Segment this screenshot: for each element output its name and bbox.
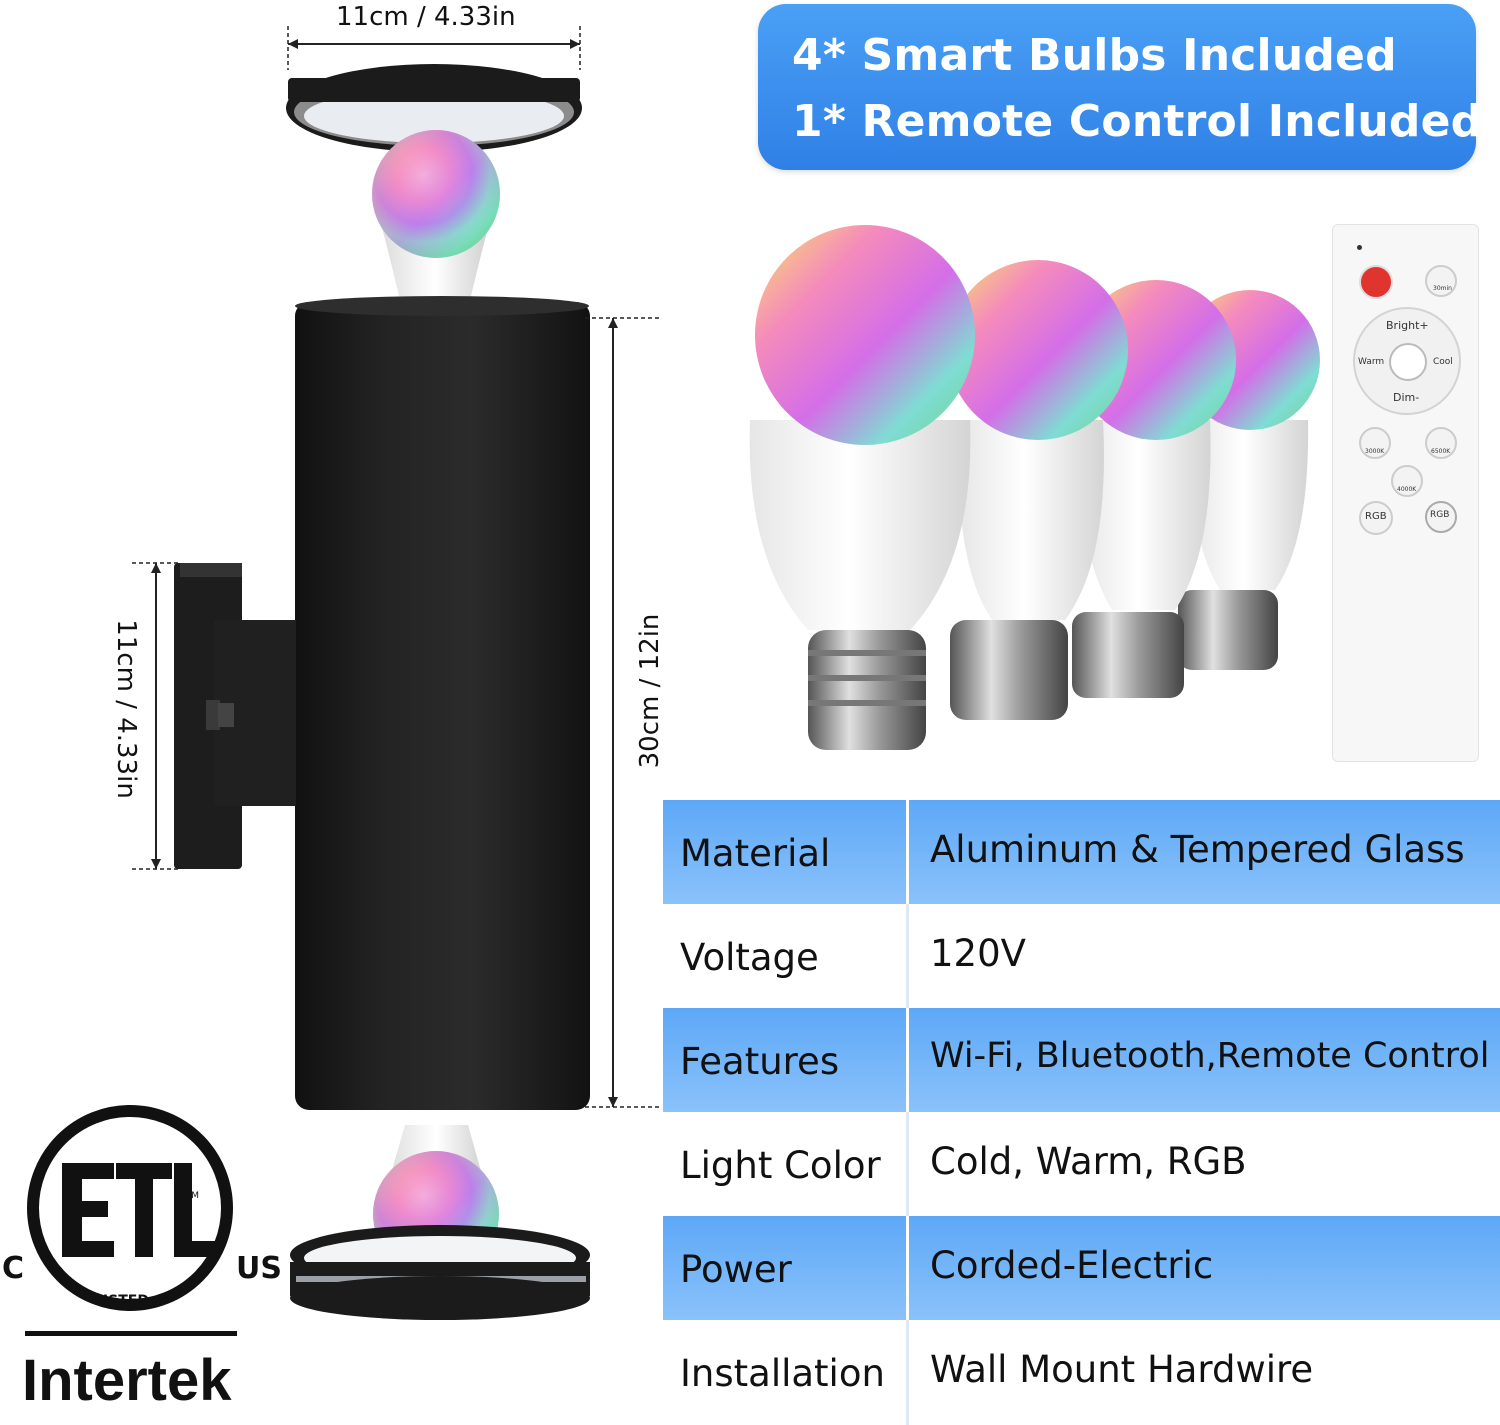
column-divider [906,1216,909,1320]
bulb-2 [948,260,1128,720]
sun-6500k-button[interactable]: 6500K [1425,427,1457,459]
moon-icon[interactable] [1389,343,1427,381]
etl-c-label: C [2,1251,25,1286]
spec-row-features: Features Wi-Fi, Bluetooth,Remote Control [663,1008,1500,1112]
etl-divider [25,1331,237,1336]
brightness-dial[interactable]: Bright+ Dim- Warm Cool [1353,307,1461,415]
intertek-brand: Intertek [22,1348,232,1413]
spec-key: Features [680,1040,840,1083]
spec-key: Installation [680,1352,885,1395]
spec-value: Cold, Warm, RGB [930,1140,1247,1183]
column-divider [906,1008,909,1112]
etl-listed-label: LISTED [94,1293,149,1309]
rgb2-label: RGB [1430,510,1450,520]
warm-label: Warm [1358,357,1385,367]
bulb-1 [749,225,975,750]
column-divider [906,800,909,904]
etl-certification-logo: C US LISTED CM Intertek [0,1105,290,1425]
spec-row-voltage: Voltage 120V [663,904,1500,1008]
mount-height-label: 11cm / 4.33in [111,619,141,799]
timer-button[interactable]: 30min [1425,265,1457,297]
smart-bulbs-illustration [749,225,1320,750]
rgb1-label: RGB [1365,511,1387,522]
spec-value: 120V [930,932,1026,975]
etl-mark-icon [27,1105,233,1311]
fixture-illustration [132,26,660,1320]
spec-key: Voltage [680,936,819,979]
top-width-label: 11cm / 4.33in [336,2,516,32]
etl-us-label: US [236,1251,282,1286]
banner-remote-text: 1* Remote Control Included [792,96,1483,147]
spec-row-installation: Installation Wall Mount Hardwire [663,1320,1500,1425]
bright-label: Bright+ [1386,319,1429,332]
banner-bulbs-text: 4* Smart Bulbs Included [792,30,1397,81]
k6500-label: 6500K [1431,448,1451,455]
column-divider [906,1112,909,1216]
spec-value: Aluminum & Tempered Glass [930,828,1465,871]
column-divider [906,904,909,1008]
spec-key: Material [680,832,831,875]
power-button[interactable] [1359,265,1393,299]
rgb-button-2[interactable]: RGB [1425,501,1457,533]
spec-table: Material Aluminum & Tempered Glass Volta… [663,800,1500,1425]
spec-value: Wall Mount Hardwire [930,1348,1314,1391]
spec-key: Light Color [680,1144,881,1187]
spec-key: Power [680,1248,792,1291]
timer-label: 30min [1433,285,1452,292]
k3000-label: 3000K [1365,448,1385,455]
cool-label: Cool [1433,357,1453,367]
remote-control: 30min Bright+ Dim- Warm Cool 3000K 6500K… [1332,224,1479,762]
remote-indicator-light [1357,245,1362,250]
rgb-button-1[interactable]: RGB [1359,501,1393,535]
k4000-label: 4000K [1397,486,1417,493]
sun-3000k-button[interactable]: 3000K [1359,427,1391,459]
included-banner: 4* Smart Bulbs Included 1* Remote Contro… [758,4,1482,170]
dim-label: Dim- [1393,391,1420,404]
spec-row-light-color: Light Color Cold, Warm, RGB [663,1112,1500,1216]
spec-row-power: Power Corded-Electric [663,1216,1500,1320]
etl-cm-label: CM [185,1191,200,1201]
sun-4000k-button[interactable]: 4000K [1391,465,1423,497]
spec-value: Wi-Fi, Bluetooth,Remote Control [930,1036,1490,1076]
height-label: 30cm / 12in [635,613,665,769]
spec-row-material: Material Aluminum & Tempered Glass [663,800,1500,904]
column-divider [906,1320,909,1425]
spec-value: Corded-Electric [930,1244,1214,1287]
